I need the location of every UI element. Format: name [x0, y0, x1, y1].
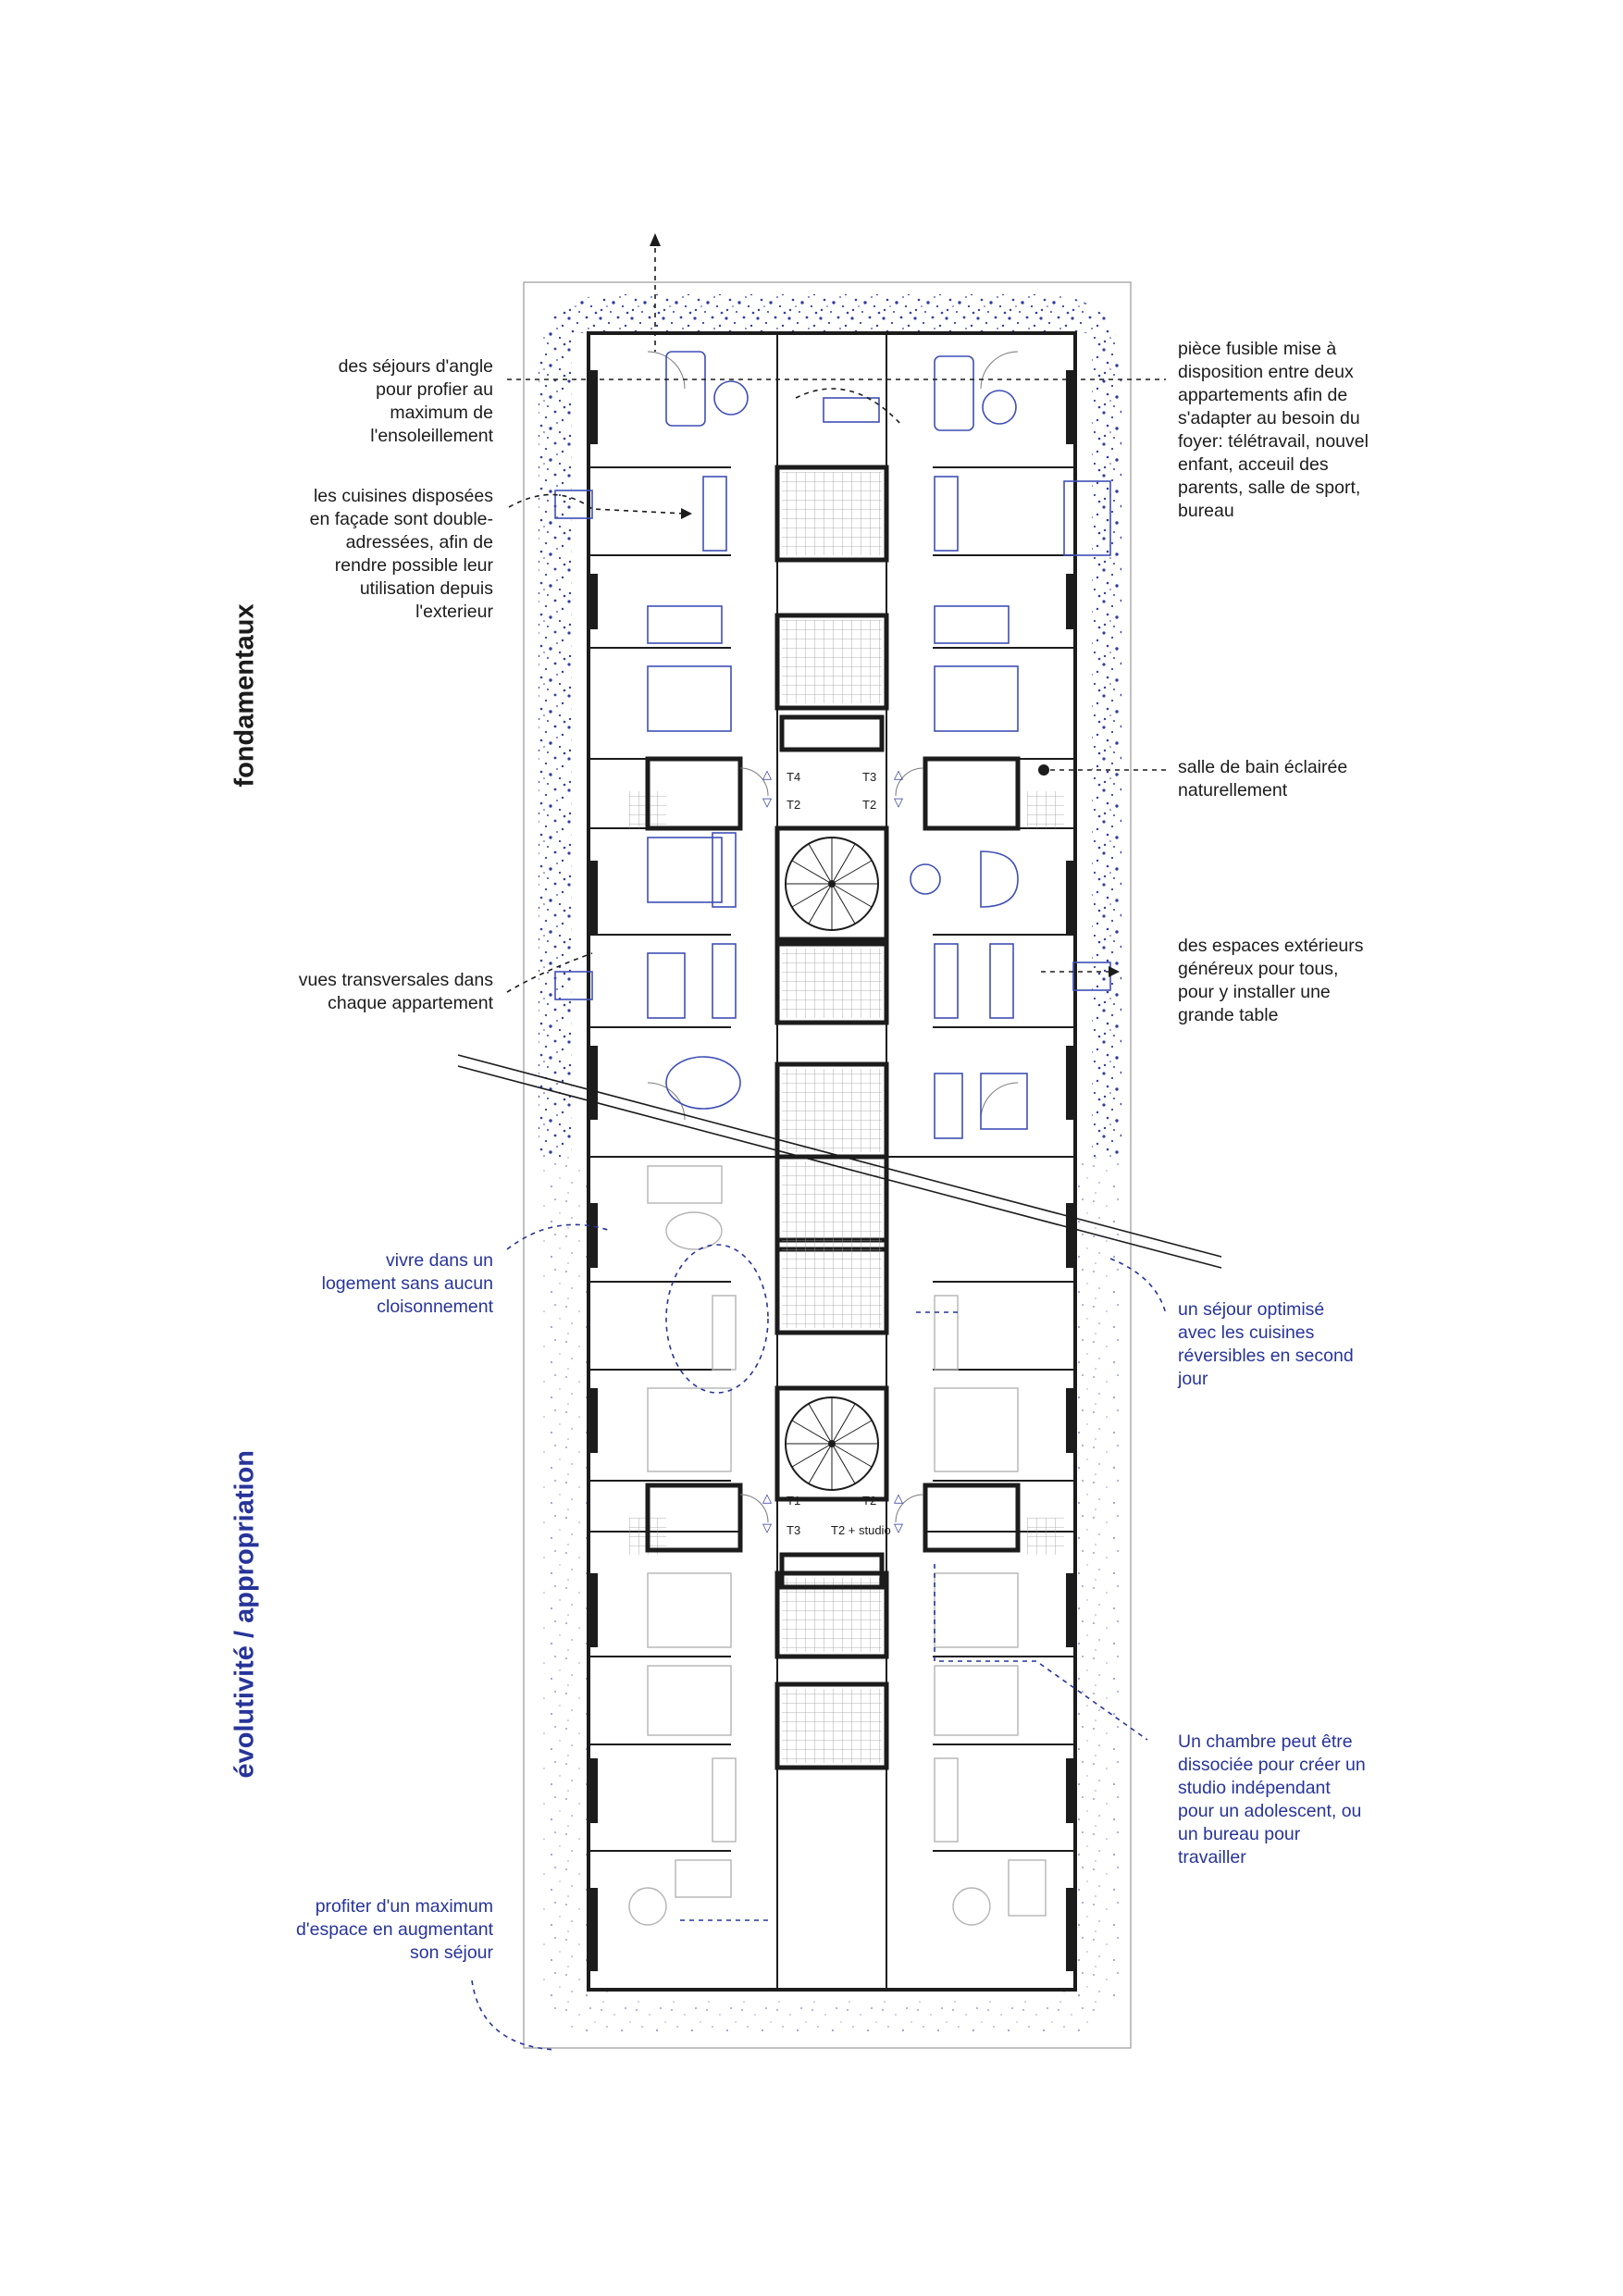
triangle-marker: ▽	[894, 1521, 903, 1535]
triangle-marker: ▽	[894, 796, 903, 810]
unit-label-upper-tl: T4	[787, 770, 801, 784]
triangle-marker: △	[894, 768, 903, 782]
triangle-marker: △	[894, 1492, 903, 1506]
annotation-cuisines-facade: les cuisines disposées en façade sont do…	[309, 486, 493, 622]
annotation-sejour-optimise: un séjour optimisé avec les cuisines rév…	[1178, 1299, 1354, 1389]
landing-walls	[645, 714, 1021, 1590]
bathroom-tiles	[629, 472, 1064, 1763]
section-title-evolutivite: évolutivité / appropriation	[229, 1450, 260, 1779]
unit-label-lower-br: T2 + studio	[831, 1523, 891, 1537]
stair-upper	[774, 825, 889, 942]
annotation-vues-transversales: vues transversales dans chaque apparteme…	[298, 970, 493, 1013]
stair-lower	[774, 1385, 889, 1502]
unit-label-upper-tr: T3	[862, 770, 877, 784]
unit-label-upper-bl: T2	[787, 798, 801, 812]
triangle-marker: △	[762, 1492, 772, 1506]
facade-columns	[588, 370, 1075, 1971]
section-cut	[457, 1054, 1222, 1269]
leaders-blue	[471, 1223, 1167, 2051]
furniture-lower	[628, 1165, 1047, 1926]
annotation-sejours-angle: des séjours d'angle pour profier au maxi…	[338, 356, 493, 446]
annotation-sans-cloisonnement: vivre dans un logement sans aucun cloiso…	[321, 1250, 493, 1317]
furniture-upper	[554, 351, 1111, 1139]
leader-dot	[1038, 764, 1049, 776]
annotation-piece-fusible: pièce fusible mise à disposition entre d…	[1178, 339, 1369, 521]
triangle-marker: △	[762, 768, 772, 782]
annotation-augmenter-sejour: profiter d'un maximum d'espace en augmen…	[296, 1896, 493, 1963]
annotation-espaces-exterieurs: des espaces extérieurs généreux pour tou…	[1178, 936, 1364, 1025]
leaders-dark	[506, 239, 1166, 993]
service-cores	[774, 465, 889, 1770]
leader-arrowheads	[650, 233, 1120, 977]
door-swings	[647, 351, 1019, 1523]
annotation-salle-de-bain: salle de bain éclairée naturellement	[1178, 757, 1348, 800]
unit-label-upper-br: T2	[862, 798, 877, 812]
unit-label-lower-bl: T3	[787, 1523, 801, 1537]
triangle-marker: ▽	[762, 796, 772, 810]
unit-label-lower-tr: T2	[862, 1494, 877, 1508]
unit-label-lower-tl: T1	[787, 1494, 801, 1508]
site-outline	[523, 281, 1132, 2049]
section-title-fondamentaux: fondamentaux	[229, 603, 260, 788]
annotation-chambre-studio: Un chambre peut être dissociée pour crée…	[1178, 1731, 1366, 1868]
triangle-marker: ▽	[762, 1521, 772, 1535]
